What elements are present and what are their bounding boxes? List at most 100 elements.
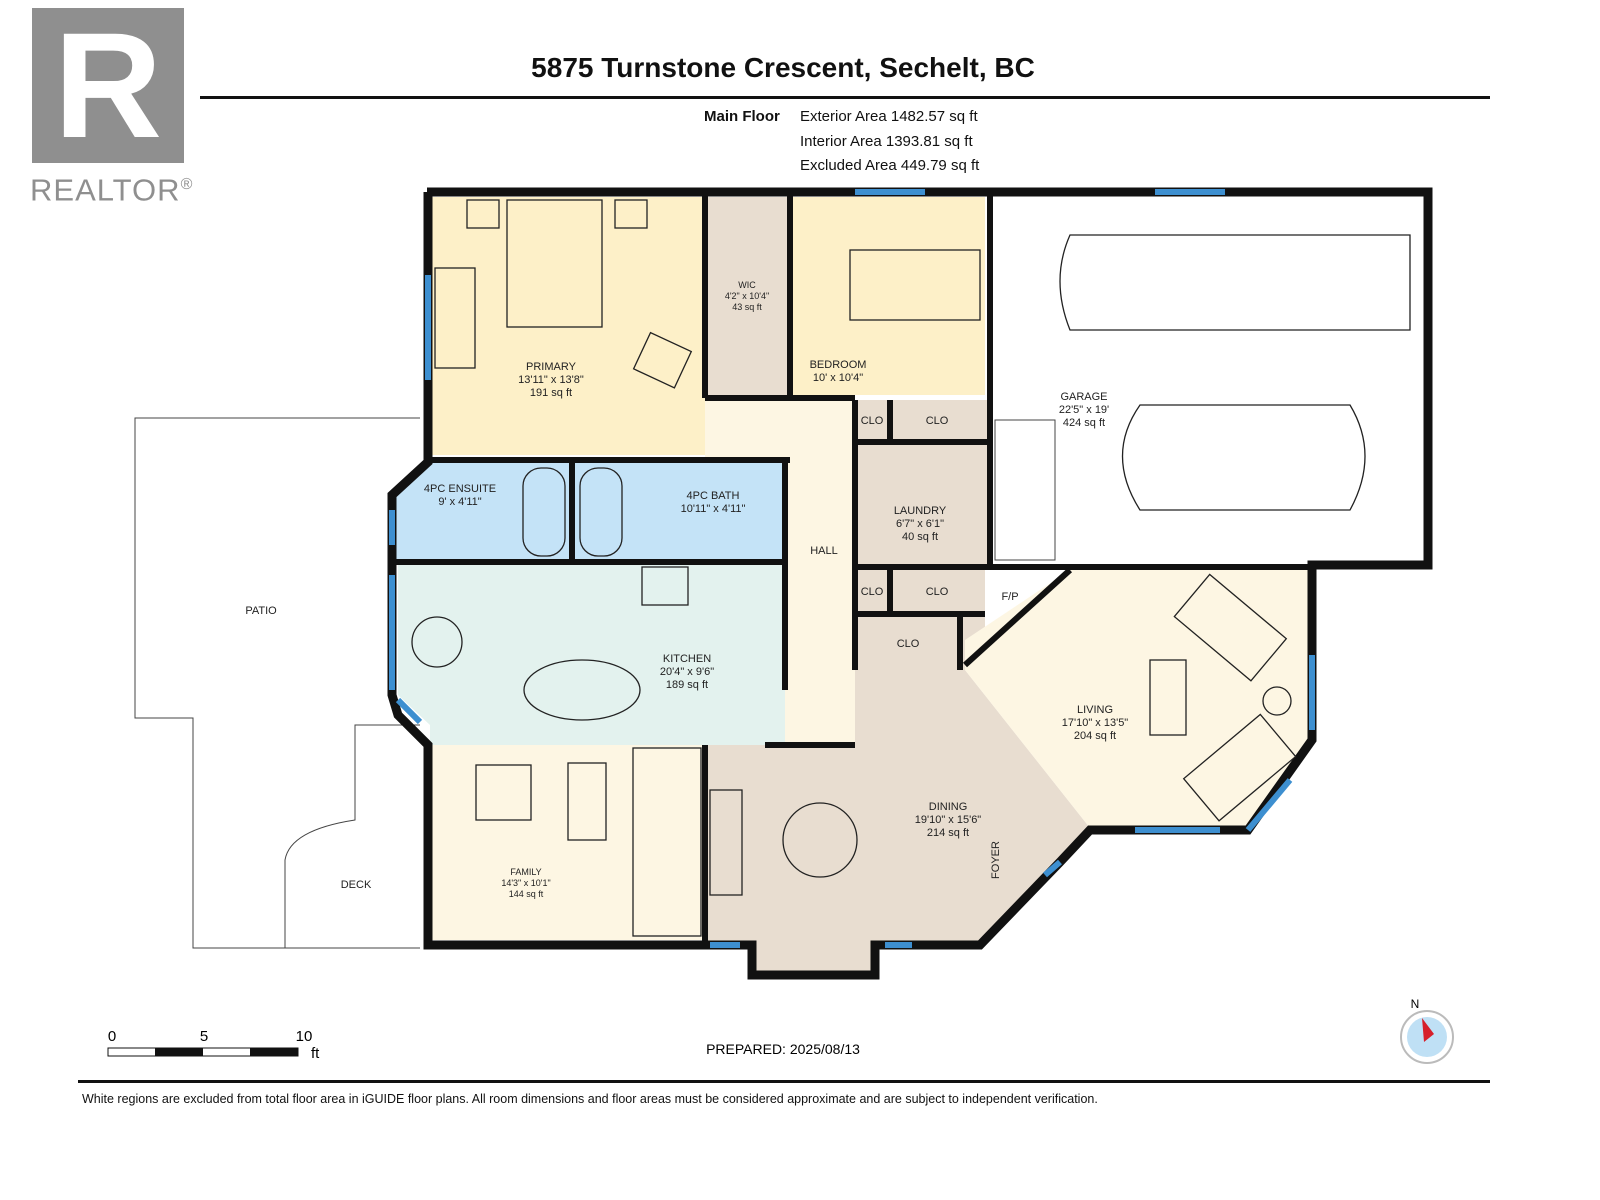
scale-tick: 5 xyxy=(200,1028,208,1045)
deck-label: DECK xyxy=(341,879,372,891)
ensuite-room xyxy=(395,462,570,560)
nightstand-icon xyxy=(614,199,648,229)
room-labels: PRIMARY 13'11" x 13'8" 191 sq ft WIC 4'2… xyxy=(245,280,1128,899)
floor-name: Main Floor xyxy=(704,108,780,125)
wic-room xyxy=(705,197,790,397)
armchair-icon xyxy=(475,764,532,821)
hall-label: HALL xyxy=(810,545,838,557)
stairs-icon xyxy=(994,419,1056,561)
dining-table-icon xyxy=(782,802,858,878)
wic-area: 43 sq ft xyxy=(732,302,762,312)
dining-dims: 19'10" x 15'6" xyxy=(915,814,982,826)
bedroom-room xyxy=(790,197,985,395)
stove-icon xyxy=(641,566,689,606)
living-label: LIVING xyxy=(1077,704,1113,716)
car-icon xyxy=(1121,404,1366,511)
logo-letter: R xyxy=(53,8,163,163)
primary-area: 191 sq ft xyxy=(530,387,572,399)
ensuite-dims: 9' x 4'11" xyxy=(438,496,481,508)
living-sofa-icon xyxy=(1173,573,1288,682)
excluded-area: Excluded Area 449.79 sq ft xyxy=(800,157,980,174)
laundry-room xyxy=(855,400,990,565)
laundry-dims: 6'7" x 6'1" xyxy=(896,518,944,530)
kitchen-area: 189 sq ft xyxy=(666,679,708,691)
interior-area: Interior Area 1393.81 sq ft xyxy=(800,133,973,150)
realtor-logo-mark: R xyxy=(32,8,184,163)
living-area: 204 sq ft xyxy=(1074,730,1116,742)
closet-label: CLO xyxy=(926,415,949,427)
fireplace-label: F/P xyxy=(1001,591,1018,603)
bed-icon xyxy=(849,249,981,321)
tub-icon xyxy=(579,467,623,557)
compass-icon: N xyxy=(1400,997,1454,1064)
scale-tick: 0 xyxy=(108,1028,116,1045)
closet-label: CLO xyxy=(861,586,884,598)
sofa-icon xyxy=(632,747,702,937)
dining-area: 214 sq ft xyxy=(927,827,969,839)
bath-dims: 10'11" x 4'11" xyxy=(681,503,746,515)
primary-dims: 13'11" x 13'8" xyxy=(518,374,584,386)
closet-label: CLO xyxy=(897,638,920,650)
bath-room xyxy=(575,462,785,560)
compass-north: N xyxy=(1411,997,1420,1011)
garage-area: 424 sq ft xyxy=(1063,417,1105,429)
living-room xyxy=(965,570,1310,828)
dresser-icon xyxy=(434,267,476,369)
interior-walls xyxy=(395,195,1312,945)
wic-dims: 4'2" x 10'4" xyxy=(725,291,769,301)
footer-rule xyxy=(78,1080,1490,1083)
laundry-label: LAUNDRY xyxy=(894,505,947,517)
disclaimer: White regions are excluded from total fl… xyxy=(82,1092,1098,1106)
windows xyxy=(389,189,1315,948)
realtor-text: REALTOR xyxy=(30,172,181,208)
side-table-icon xyxy=(1262,686,1292,716)
car-icon xyxy=(1059,234,1411,331)
family-dims: 14'3" x 10'1" xyxy=(501,878,550,888)
coffee-table-icon xyxy=(567,762,607,841)
realtor-wordmark: REALTOR® xyxy=(30,168,193,207)
garage-label: GARAGE xyxy=(1060,391,1107,403)
registered-mark: ® xyxy=(180,176,194,193)
island-icon xyxy=(523,659,641,721)
closet-label: CLO xyxy=(861,415,884,427)
sideboard-icon xyxy=(709,789,743,896)
living-table-icon xyxy=(1149,659,1187,736)
page-title: 5875 Turnstone Crescent, Sechelt, BC xyxy=(531,52,1035,83)
bed-icon xyxy=(506,199,603,328)
exterior-wall xyxy=(387,187,1433,980)
exterior-area: Exterior Area 1482.57 sq ft xyxy=(800,108,978,125)
laundry-area: 40 sq ft xyxy=(902,531,938,543)
dining-label: DINING xyxy=(929,801,968,813)
wic-label: WIC xyxy=(738,280,756,290)
closet-label: CLO xyxy=(926,586,949,598)
family-label: FAMILY xyxy=(510,867,541,877)
furniture xyxy=(411,199,1411,937)
kitchen-label: KITCHEN xyxy=(663,653,711,665)
tub-icon xyxy=(522,467,566,557)
prepared-date: PREPARED: 2025/08/13 xyxy=(706,1041,860,1057)
primary-room xyxy=(432,197,705,455)
bath-label: 4PC BATH xyxy=(687,490,740,502)
kitchen-dims: 20'4" x 9'6" xyxy=(660,666,714,678)
primary-label: PRIMARY xyxy=(526,361,577,373)
kitchen-table-icon xyxy=(411,616,463,668)
closets-lower xyxy=(855,568,985,670)
kitchen-room xyxy=(398,565,785,745)
family-room xyxy=(428,745,705,940)
living-dims: 17'10" x 13'5" xyxy=(1062,717,1129,729)
ensuite-label: 4PC ENSUITE xyxy=(424,483,496,495)
foyer-label: FOYER xyxy=(990,841,1002,879)
realtor-logo: R xyxy=(32,8,184,163)
living-sofa-icon xyxy=(1182,713,1297,822)
deck-outline xyxy=(284,724,420,948)
scale-tick: 10 xyxy=(296,1028,313,1045)
patio-outline xyxy=(134,417,420,949)
nightstand-icon xyxy=(466,199,500,229)
bedroom-label: BEDROOM xyxy=(810,359,867,371)
garage-dims: 22'5" x 19' xyxy=(1059,404,1109,416)
header-rule xyxy=(200,96,1490,99)
chair-icon xyxy=(632,331,693,389)
scale-bar: 0 5 10 ft xyxy=(107,1028,320,1062)
scale-unit: ft xyxy=(311,1045,320,1062)
